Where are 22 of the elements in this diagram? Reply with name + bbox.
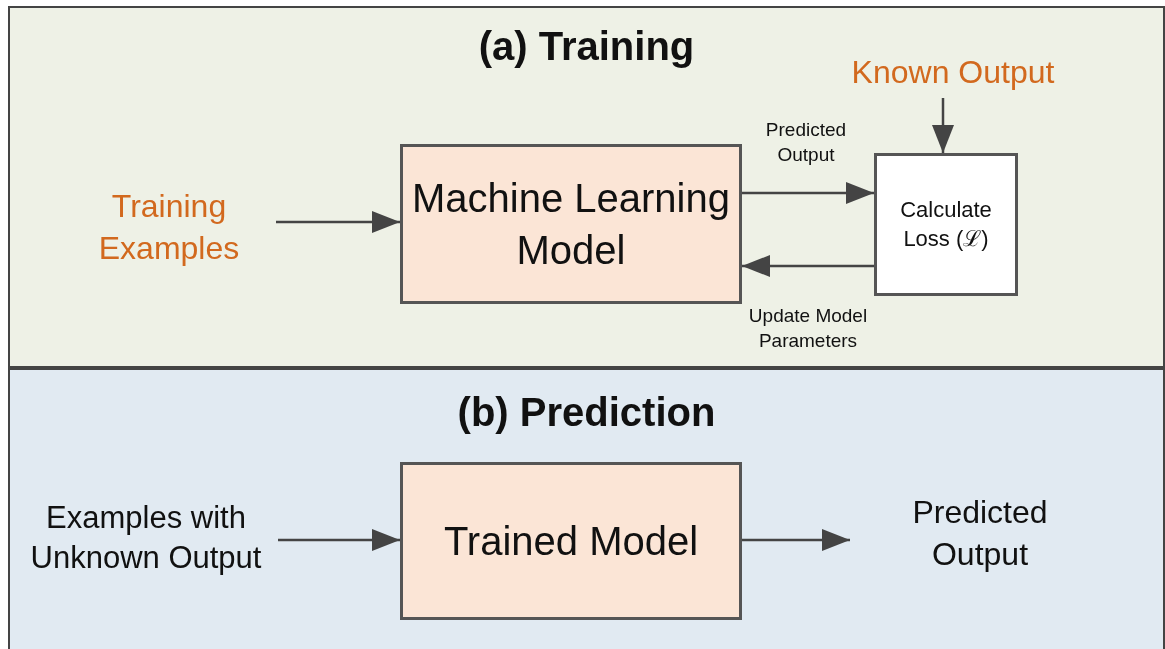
- box-label: Trained Model: [443, 518, 699, 565]
- text-label: Examples with Unknown Output: [29, 498, 263, 577]
- arrow: [742, 255, 874, 277]
- arrow: [932, 98, 954, 153]
- section-title: (b) Prediction: [456, 390, 717, 435]
- text-label: Training Examples: [97, 187, 241, 268]
- section-panel: [8, 6, 1165, 368]
- edge-label: Update Model Parameters: [747, 304, 869, 353]
- edge-label: Predicted Output: [764, 118, 848, 167]
- arrow: [742, 182, 874, 204]
- process-box: [400, 144, 742, 304]
- process-box: [400, 462, 742, 620]
- text-label: Known Output: [851, 53, 1055, 93]
- process-box: [874, 153, 1018, 296]
- box-label: Machine Learning Model: [411, 175, 731, 274]
- arrow: [278, 529, 400, 551]
- text-label: Predicted Output: [911, 493, 1049, 574]
- section-title: (a) Training: [477, 24, 696, 69]
- arrow: [742, 529, 850, 551]
- box-label: Calculate Loss (ℒ): [899, 195, 993, 253]
- section-panel: [8, 368, 1165, 649]
- arrow: [276, 211, 400, 233]
